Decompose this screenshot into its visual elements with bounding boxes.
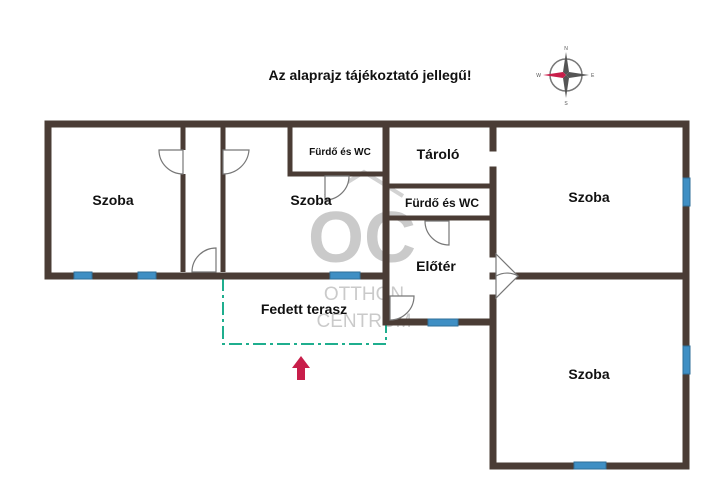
watermark-monogram: OC — [308, 198, 416, 278]
room-label-storage: Tároló — [417, 146, 460, 162]
door-corridor — [191, 247, 217, 273]
doors — [158, 149, 519, 321]
terrace-outline — [222, 278, 387, 345]
room-label-room-2: Szoba — [290, 192, 331, 208]
door-bathroom-2 — [424, 220, 450, 246]
room-label-room-1: Szoba — [92, 192, 133, 208]
room-label-terrace: Fedett terasz — [261, 301, 347, 317]
compass-west-label: W — [536, 73, 541, 79]
entrance-arrow-icon — [292, 356, 310, 380]
compass-icon: N S E W — [536, 46, 595, 107]
room-label-room-3: Szoba — [568, 189, 609, 205]
windows — [73, 177, 691, 470]
door-entrance — [389, 295, 415, 321]
door-room-2 — [222, 149, 250, 175]
room-label-hall: Előtér — [416, 258, 456, 274]
room-label-bathroom-2: Fürdő és WC — [405, 196, 479, 210]
compass-south-label: S — [564, 101, 568, 107]
door-room-4 — [495, 272, 519, 300]
room-label-bathroom-1: Fürdő és WC — [309, 147, 371, 158]
disclaimer-notice: Az alaprajz tájékoztató jellegű! — [268, 67, 471, 83]
compass-north-label: N — [564, 46, 568, 52]
room-label-room-4: Szoba — [568, 366, 609, 382]
door-bathroom-1 — [324, 175, 350, 201]
compass-east-label: E — [591, 73, 595, 79]
door-room-1 — [158, 149, 184, 175]
